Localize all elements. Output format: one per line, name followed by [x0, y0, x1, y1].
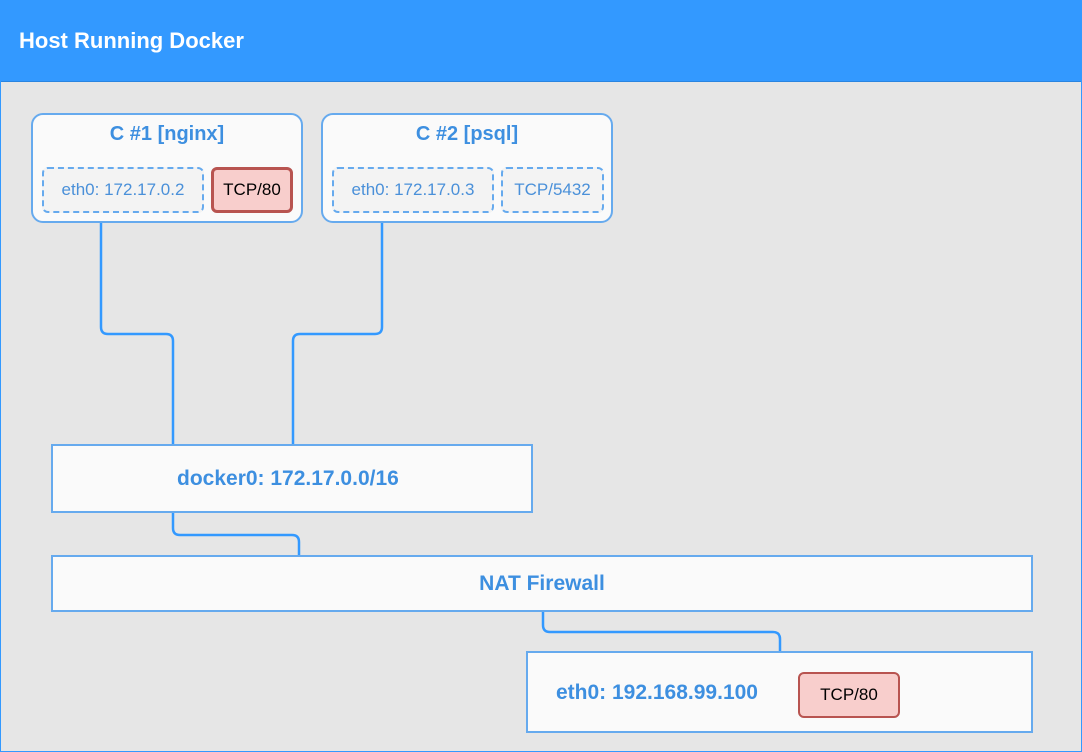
- connector-firewall-to-eth0: [541, 610, 782, 653]
- firewall-label: NAT Firewall: [479, 572, 605, 595]
- docker0-bridge: docker0: 172.17.0.0/16: [51, 444, 533, 513]
- container-psql: C #2 [psql] eth0: 172.17.0.3 TCP/5432: [321, 113, 613, 223]
- container-port: TCP/5432: [501, 167, 604, 213]
- host-eth0: eth0: 192.168.99.100 TCP/80: [526, 651, 1033, 733]
- docker0-label: docker0: 172.17.0.0/16: [177, 467, 399, 490]
- header-bar: Host Running Docker: [1, 1, 1081, 82]
- container-iface: eth0: 172.17.0.2: [42, 167, 204, 213]
- connector-docker0-to-firewall: [171, 511, 301, 557]
- host-port-published: TCP/80: [798, 672, 900, 718]
- container-port-exposed: TCP/80: [211, 167, 293, 213]
- container-title: C #2 [psql]: [415, 123, 519, 145]
- container-nginx: C #1 [nginx] eth0: 172.17.0.2 TCP/80: [31, 113, 303, 223]
- header-title: Host Running Docker: [19, 28, 244, 53]
- connector-c1-to-docker0: [99, 221, 175, 447]
- container-title: C #1 [nginx]: [109, 123, 225, 145]
- container-iface: eth0: 172.17.0.3: [332, 167, 494, 213]
- host-eth0-label: eth0: 192.168.99.100: [556, 681, 758, 704]
- connector-c2-to-docker0: [291, 221, 384, 447]
- nat-firewall: NAT Firewall: [51, 555, 1033, 612]
